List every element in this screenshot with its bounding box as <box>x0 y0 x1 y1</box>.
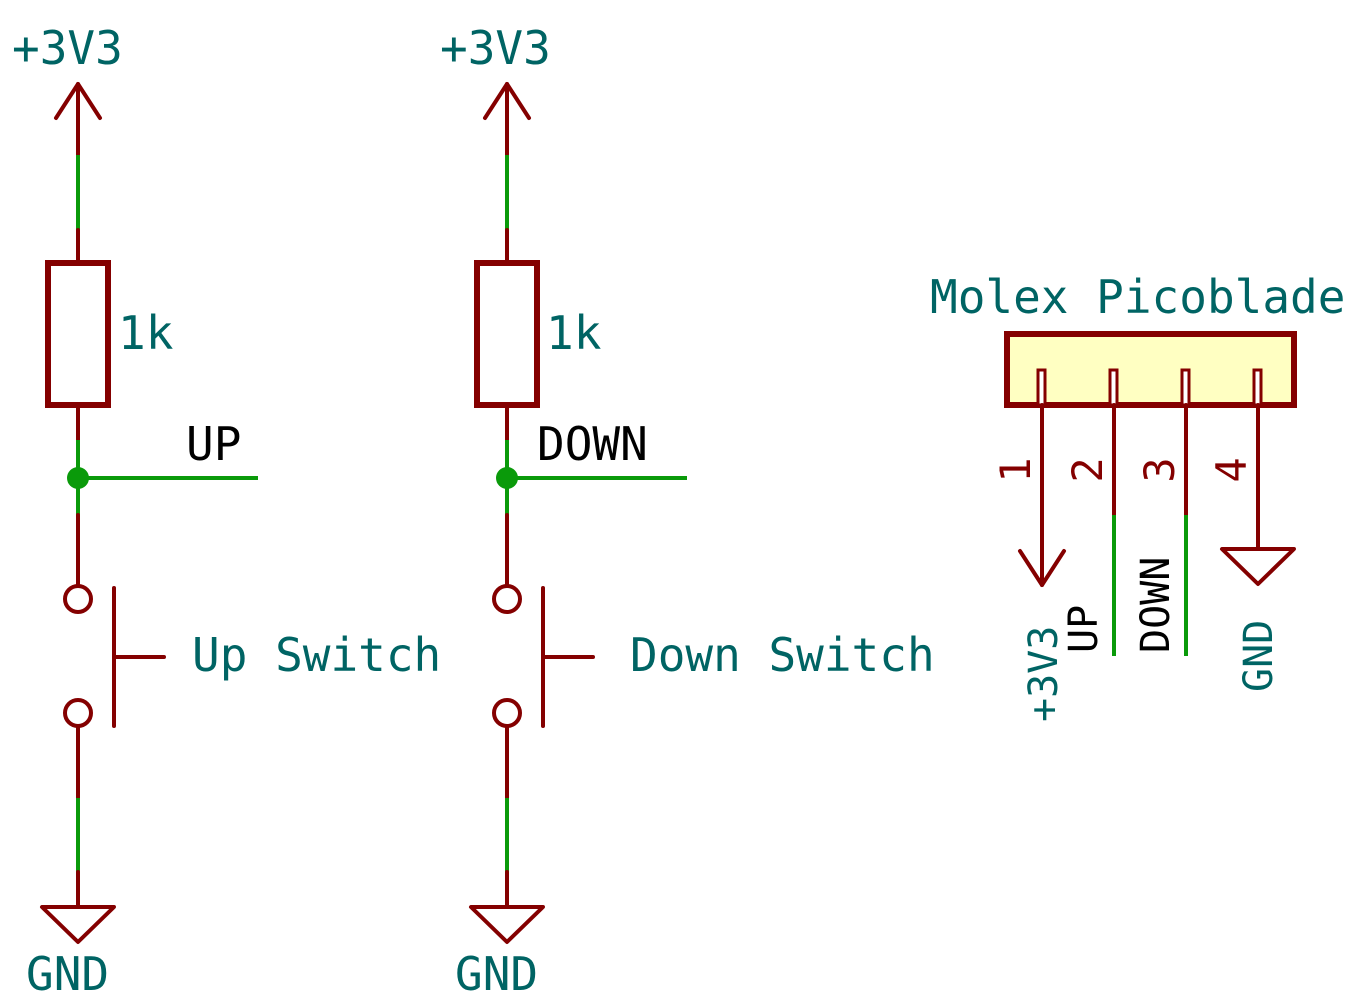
connector-pin-stub <box>1036 368 1047 407</box>
connector-pin-1-net-label: +3V3 <box>1021 626 1067 722</box>
down-power-bottom-label: GND <box>455 947 538 1001</box>
connector-pin-2-number: 2 <box>1063 457 1112 482</box>
connector-pin-3: 3 DOWN <box>1133 403 1188 656</box>
up-power-bottom-label: GND <box>26 947 109 1001</box>
connector-pin-4-number: 4 <box>1207 457 1256 482</box>
connector-pin-1-power-arrow-icon <box>1018 549 1066 587</box>
down-power-arrow-icon <box>483 82 531 157</box>
connector-pin-stub <box>1252 368 1263 407</box>
down-circuit: +3V3 1k DOWN Down Switch GND <box>440 21 935 1001</box>
connector-pin-1-number: 1 <box>991 457 1040 482</box>
up-resistor-body <box>45 260 111 408</box>
up-power-top-label: +3V3 <box>12 21 123 75</box>
down-switch-name: Down Switch <box>630 628 935 682</box>
up-net-label: UP <box>186 417 241 471</box>
down-switch-icon <box>492 584 595 728</box>
down-junction <box>496 467 518 489</box>
down-power-top-label: +3V3 <box>440 21 551 75</box>
up-resistor-value: 1k <box>118 306 173 360</box>
up-junction <box>67 467 89 489</box>
connector-pin-stub <box>1180 368 1191 407</box>
up-circuit: +3V3 1k UP Up Switch GND <box>12 21 441 1001</box>
connector-body <box>1004 331 1297 408</box>
connector: Molex Picoblade 1 +3V3 2 UP 3 DOWN <box>930 270 1345 722</box>
up-switch-icon <box>63 584 166 728</box>
up-switch-name: Up Switch <box>192 628 441 682</box>
down-resistor-value: 1k <box>546 306 601 360</box>
connector-pin-1: 1 +3V3 <box>991 403 1067 722</box>
down-net-label: DOWN <box>537 417 648 471</box>
connector-pin-4-ground-icon <box>1220 547 1296 586</box>
down-resistor-body <box>474 260 540 408</box>
connector-pin-stub <box>1108 368 1119 407</box>
connector-pin-3-number: 3 <box>1135 457 1184 482</box>
connector-pin-4: 4 GND <box>1207 403 1296 692</box>
connector-pin-4-net-label: GND <box>1236 620 1282 692</box>
connector-pin-2-net-label: UP <box>1061 605 1107 653</box>
connector-pin-2: 2 UP <box>1061 403 1116 656</box>
connector-name: Molex Picoblade <box>930 270 1345 324</box>
up-ground-icon <box>40 870 116 944</box>
down-ground-icon <box>469 870 545 944</box>
up-power-arrow-icon <box>54 82 102 157</box>
connector-pin-3-net-label: DOWN <box>1133 557 1179 653</box>
